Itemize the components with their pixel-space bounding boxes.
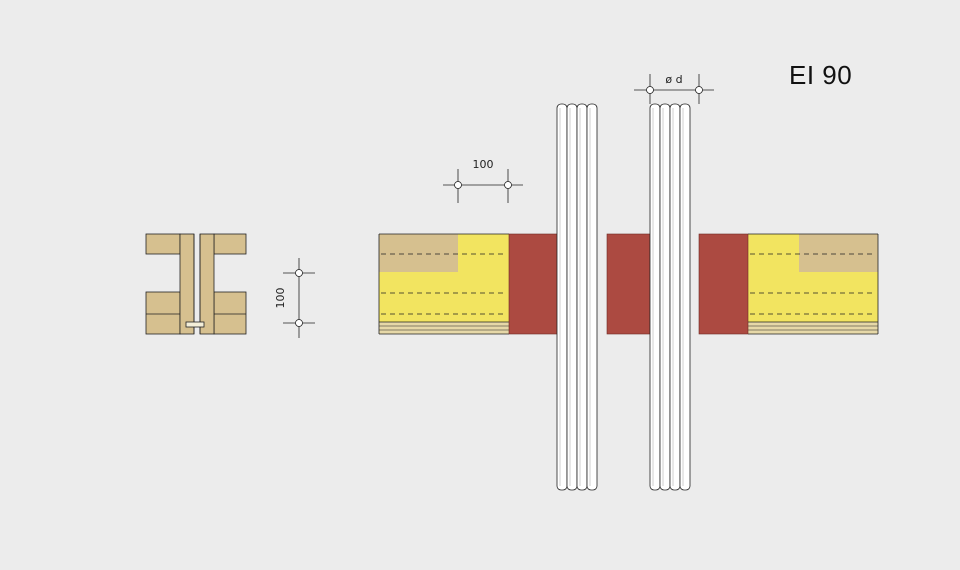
board-layers-right [748, 322, 878, 334]
right-bundle-pipe-3 [669, 103, 681, 491]
timber-joint-section [145, 233, 247, 335]
left-bundle-pipe-2 [566, 103, 578, 491]
wood-facing-left [379, 234, 458, 272]
right-bundle-pipe-4 [679, 103, 691, 491]
wood-block-bottom-left [145, 291, 181, 335]
vertical-dimension-label: 100 [274, 288, 287, 309]
wood-post-left [179, 233, 195, 335]
left-bundle-pipe-1 [556, 103, 568, 491]
wood-facing-right [799, 234, 878, 272]
fire-seal-right [698, 233, 749, 335]
pipe-bundle-left [556, 103, 598, 491]
fire-rating-label: EI 90 [789, 60, 853, 90]
wood-post-right [199, 233, 215, 335]
board-layers-left [379, 322, 509, 334]
wall-section-right [748, 233, 879, 335]
horizontal-dimension: 100 [443, 158, 523, 203]
fire-seal [508, 233, 749, 335]
wood-block-bottom-right [213, 291, 247, 335]
pipe-bundle-right [649, 103, 691, 491]
diameter-dimension: ø d [634, 73, 714, 104]
right-bundle-pipe-2 [659, 103, 671, 491]
wood-block-top-right [213, 233, 247, 255]
diameter-dimension-label: ø d [665, 73, 682, 86]
right-bundle-pipe-1 [649, 103, 661, 491]
wood-block-top-left [145, 233, 181, 255]
vertical-dimension: 100 [274, 258, 315, 338]
left-bundle-pipe-4 [586, 103, 598, 491]
fire-seal-left [508, 233, 559, 335]
fastener-plate [185, 321, 205, 328]
fire-seal-middle [606, 233, 651, 335]
horizontal-dimension-label: 100 [473, 158, 494, 171]
wall-section-left [378, 233, 509, 335]
left-bundle-pipe-3 [576, 103, 588, 491]
